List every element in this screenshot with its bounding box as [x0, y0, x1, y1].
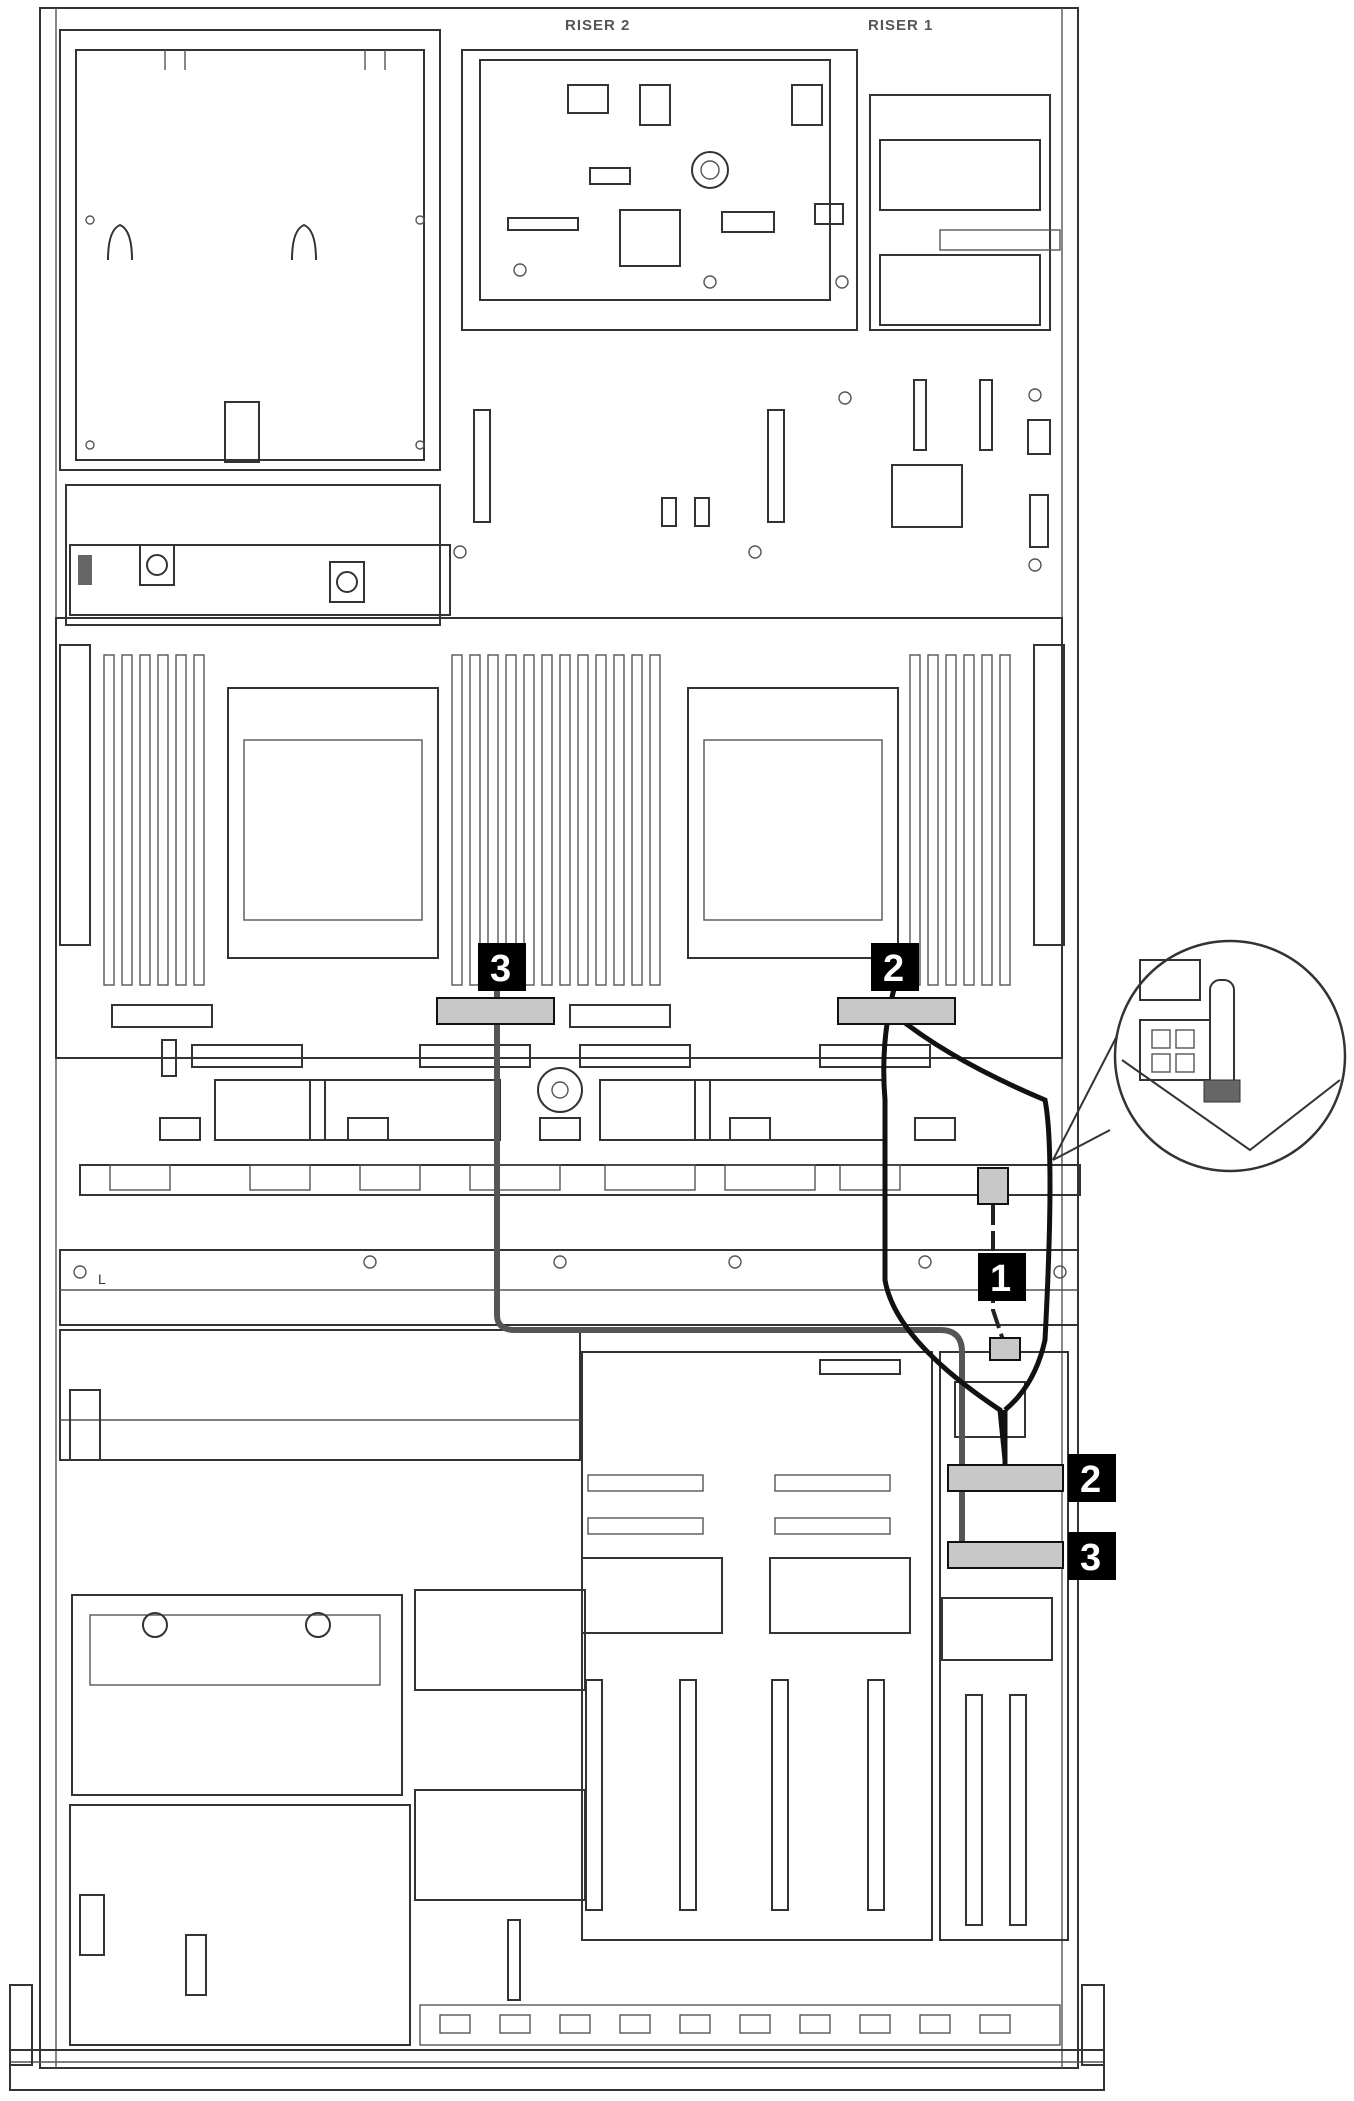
callout-2-right: 2 [1068, 1454, 1116, 1502]
connector-3-top [436, 997, 555, 1025]
processor-socket-2 [687, 687, 899, 959]
callout-1: 1 [978, 1253, 1026, 1301]
front-connectors [419, 1919, 1061, 2046]
psu-bay [59, 29, 451, 626]
dimm-group-right [909, 654, 1011, 986]
chassis-outline [9, 7, 1105, 2091]
dimm-group-left [103, 654, 205, 986]
dimm-group-center [451, 654, 661, 986]
cable-1 [991, 1205, 1005, 1341]
connector-1-lower [989, 1337, 1021, 1361]
magnified-inset [1052, 939, 1347, 1173]
svg-text:3: 3 [1080, 1537, 1101, 1579]
cable-2-a [881, 984, 1008, 1461]
callout-2-top: 2 [871, 943, 919, 991]
lower-bay [59, 1329, 586, 2046]
riser-1-label: RISER 1 [868, 17, 933, 34]
pcie-cage [581, 1351, 1069, 1941]
fan-connector-row [79, 1004, 1081, 1196]
connector-3-right [947, 1541, 1064, 1569]
svg-text:1: 1 [990, 1258, 1011, 1300]
io-board [461, 49, 1061, 331]
cable-2-b [893, 1013, 1053, 1412]
connector-2-top [837, 997, 956, 1025]
chassis-crossbar: L [59, 1249, 1079, 1326]
connectors [436, 997, 1064, 1569]
processor-socket-1 [227, 687, 439, 959]
connector-2-right [947, 1464, 1064, 1492]
connector-1-upper [977, 1167, 1009, 1205]
mid-board [453, 379, 1051, 572]
svg-text:2: 2 [1080, 1459, 1101, 1501]
chassis-side-mark: L [98, 1271, 106, 1287]
svg-text:2: 2 [883, 948, 904, 990]
svg-text:3: 3 [490, 948, 511, 990]
processor-area [55, 617, 1065, 1059]
callout-3-right: 3 [1068, 1532, 1116, 1580]
callout-3-top: 3 [478, 943, 526, 991]
riser-2-label: RISER 2 [565, 17, 630, 34]
